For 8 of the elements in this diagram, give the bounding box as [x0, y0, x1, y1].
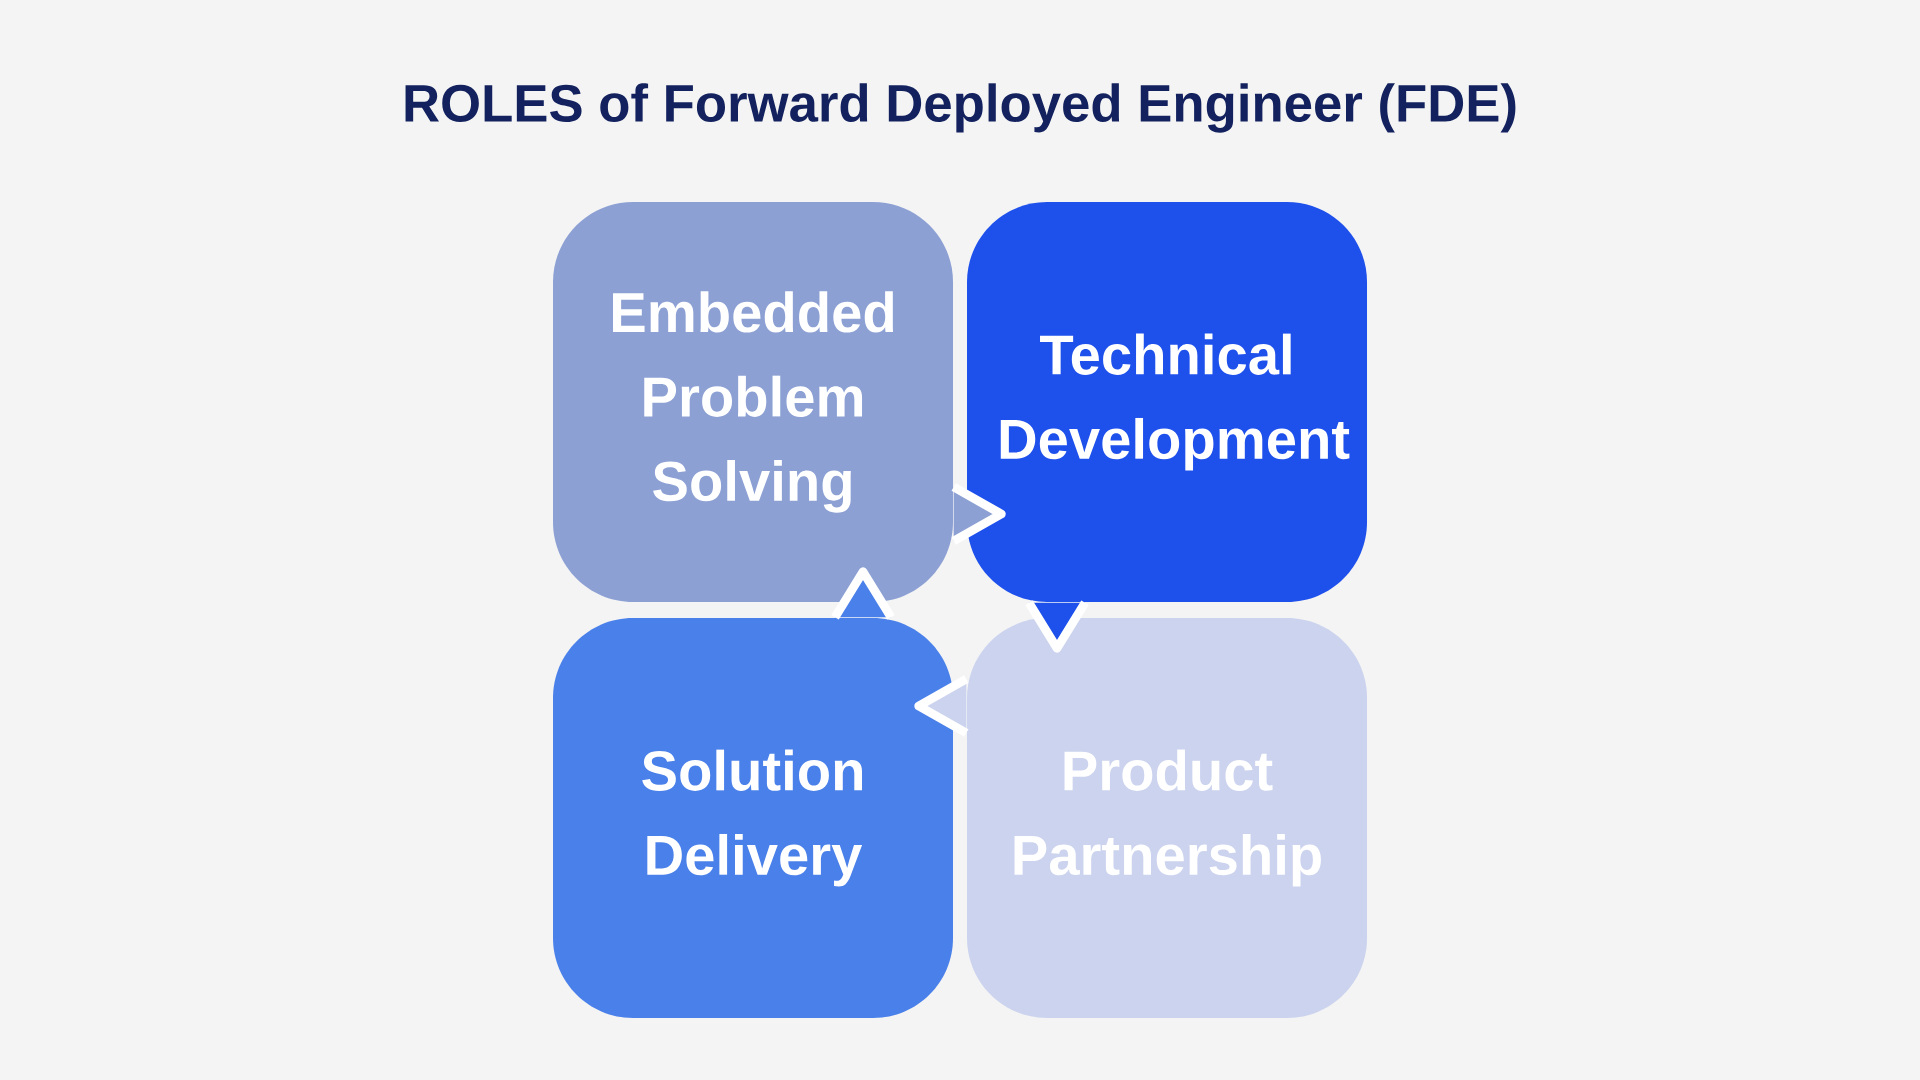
title: ROLES of Forward Deployed Engineer (FDE) — [405, 83, 1516, 133]
speech-bubble: Technical Development — [967, 202, 1367, 602]
speech-bubble: Solution Delivery — [553, 618, 953, 1018]
speech-bubble: Embedded Problem Solving — [553, 202, 953, 602]
speech-bubble-tail — [914, 674, 971, 738]
speech-bubble-tail — [949, 482, 1006, 546]
speech-bubble-tail — [830, 567, 896, 622]
speech-bubble-tail — [1024, 598, 1090, 653]
